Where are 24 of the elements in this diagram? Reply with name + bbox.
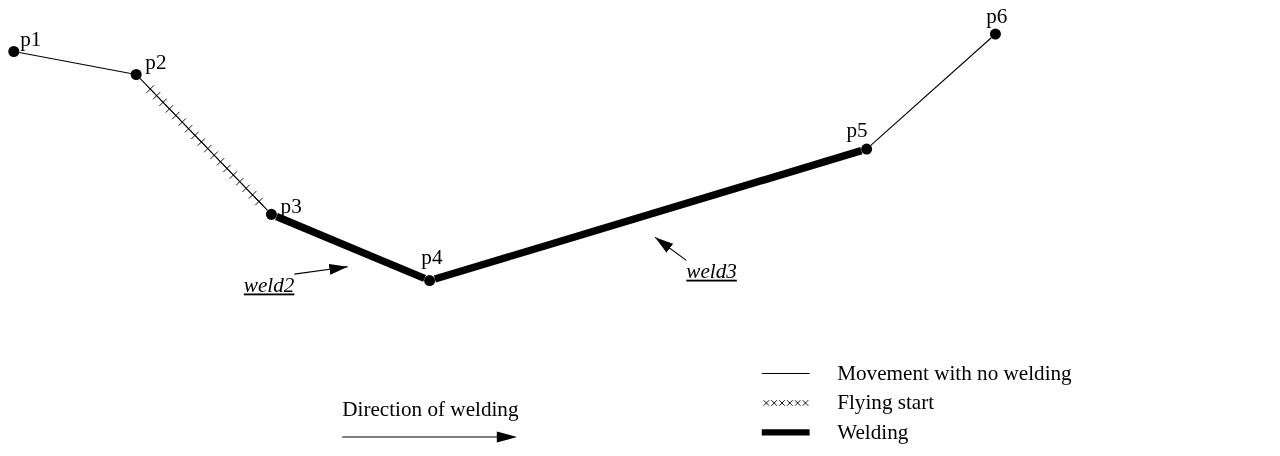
legend-text: Welding: [837, 421, 909, 443]
point-dot: [130, 69, 142, 81]
legend-text: Movement with no welding: [837, 362, 1072, 384]
leader-line: [293, 263, 349, 275]
point-dot: [989, 28, 1001, 40]
weld-path-line: [433, 147, 863, 283]
point-label: p5: [846, 119, 868, 141]
weld-label: weld3: [686, 260, 737, 282]
flying-start-line: [139, 77, 269, 211]
movement-line: [870, 37, 992, 146]
movement-line: [18, 52, 132, 75]
point-label: p1: [20, 28, 42, 50]
point-dot: [424, 275, 436, 287]
point-dot: [8, 46, 20, 58]
legend-text: Flying start: [837, 391, 935, 414]
weld-label: weld2: [243, 274, 295, 296]
point-label: p2: [145, 51, 167, 73]
leader-line: [654, 236, 687, 261]
direction-caption: Direction of welding: [342, 398, 519, 420]
point-dot: [861, 143, 873, 155]
weld-path-line: [275, 213, 426, 282]
point-dot: [265, 208, 277, 220]
point-label: p6: [986, 5, 1008, 27]
point-label: p4: [421, 246, 443, 268]
